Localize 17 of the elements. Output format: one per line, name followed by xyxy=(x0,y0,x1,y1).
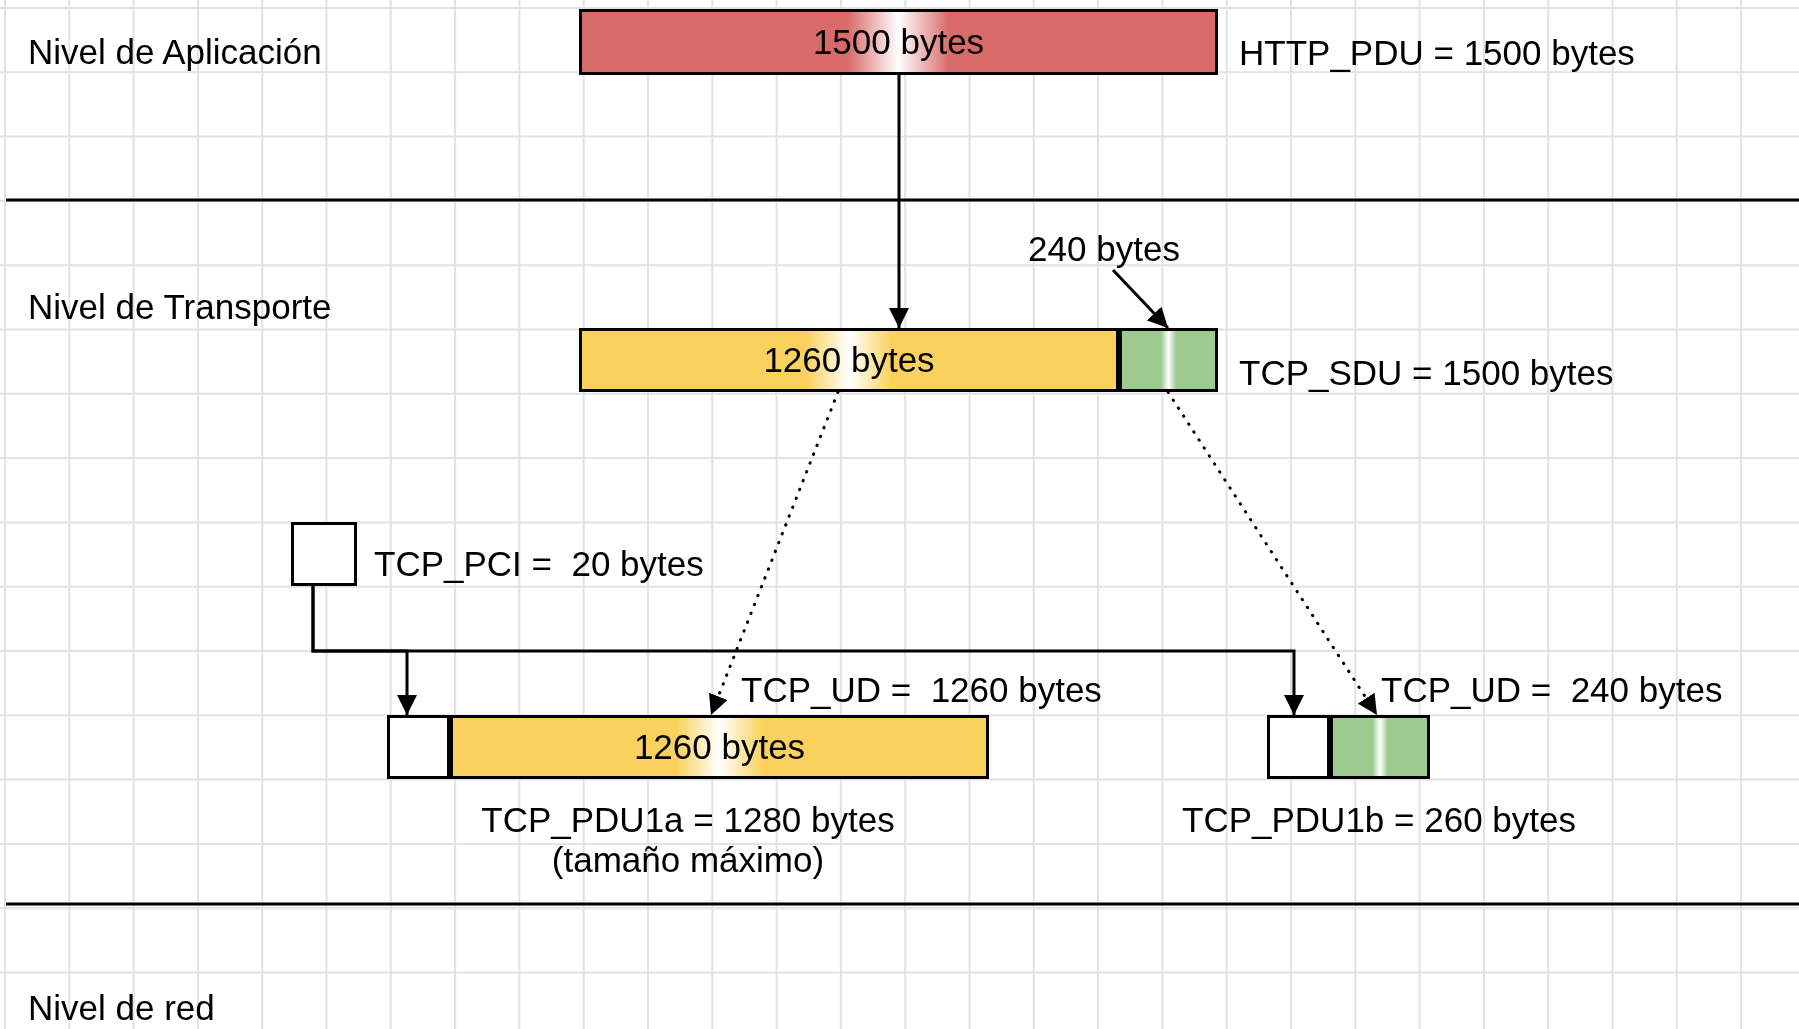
text-label: Nivel de Transporte xyxy=(28,287,332,328)
text-label: Nivel de Aplicación xyxy=(28,32,322,73)
block-label: 1500 bytes xyxy=(812,21,985,63)
text-label: TCP_PDU1b = 260 bytes xyxy=(1181,800,1577,841)
text-label: Nivel de red xyxy=(28,988,215,1029)
text-label: TCP_UD = 1260 bytes xyxy=(741,670,1102,711)
text-label: HTTP_PDU = 1500 bytes xyxy=(1239,33,1635,74)
dotted-arrow xyxy=(1166,390,1379,717)
leader-line xyxy=(1111,268,1170,330)
arrow xyxy=(889,75,909,328)
size-label: 240 bytes xyxy=(1028,228,1180,270)
text-label: TCP_PDU1a = 1280 bytes (tamaño máximo) xyxy=(480,800,896,881)
text-label: TCP_SDU = 1500 bytes xyxy=(1239,353,1614,394)
text-label: TCP_UD = 240 bytes xyxy=(1381,670,1723,711)
arrow xyxy=(311,586,1304,715)
dotted-arrow xyxy=(709,390,840,717)
field-label: TCP_PCI = 20 bytes xyxy=(374,544,704,585)
